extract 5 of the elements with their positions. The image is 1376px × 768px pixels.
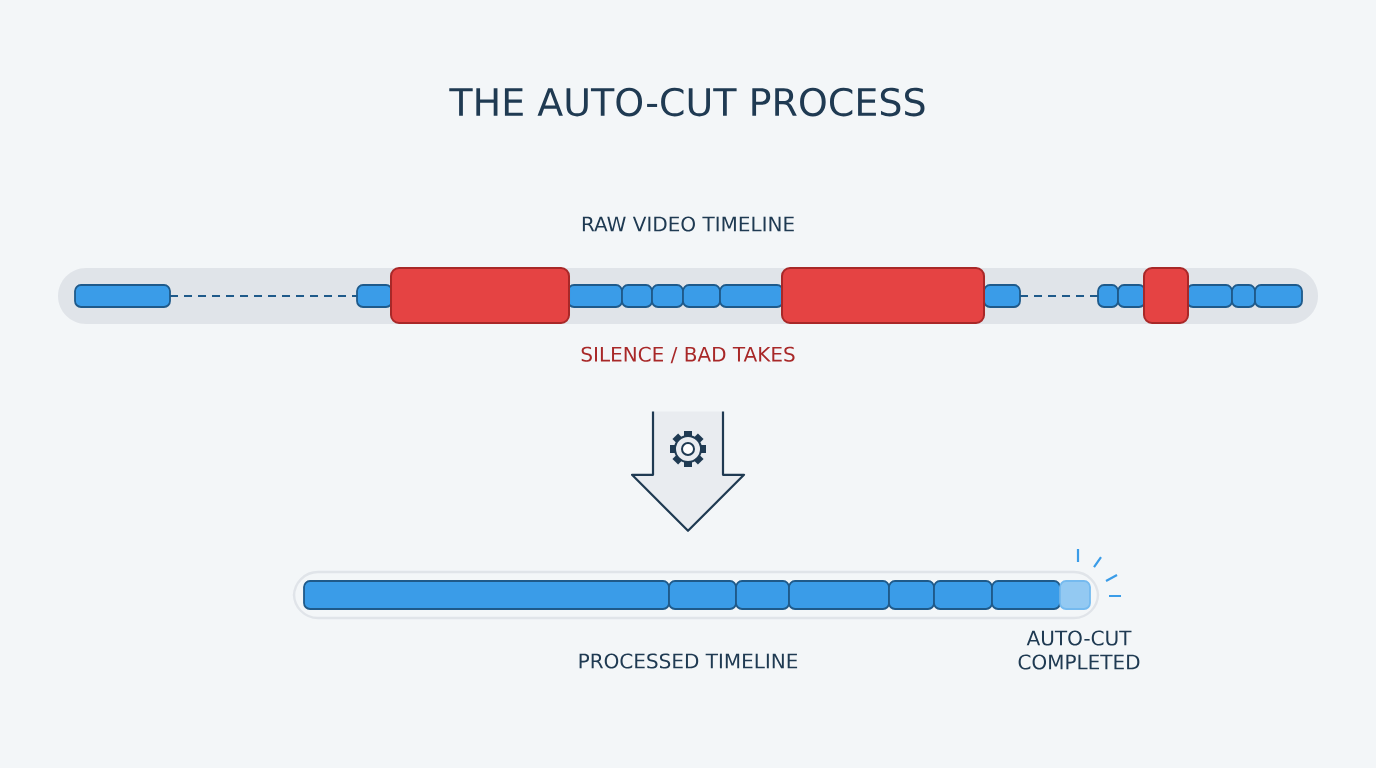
title: THE AUTO-CUT PROCESS: [449, 87, 925, 117]
timeline-label: RAW VIDEO TIMELINE: [582, 216, 794, 232]
annotation-label: SILENCE / BAD TAKES: [581, 346, 795, 364]
status-label: AUTO-CUT COMPLETED: [1018, 630, 1140, 670]
timeline-label: PROCESSED TIMELINE: [579, 653, 798, 669]
